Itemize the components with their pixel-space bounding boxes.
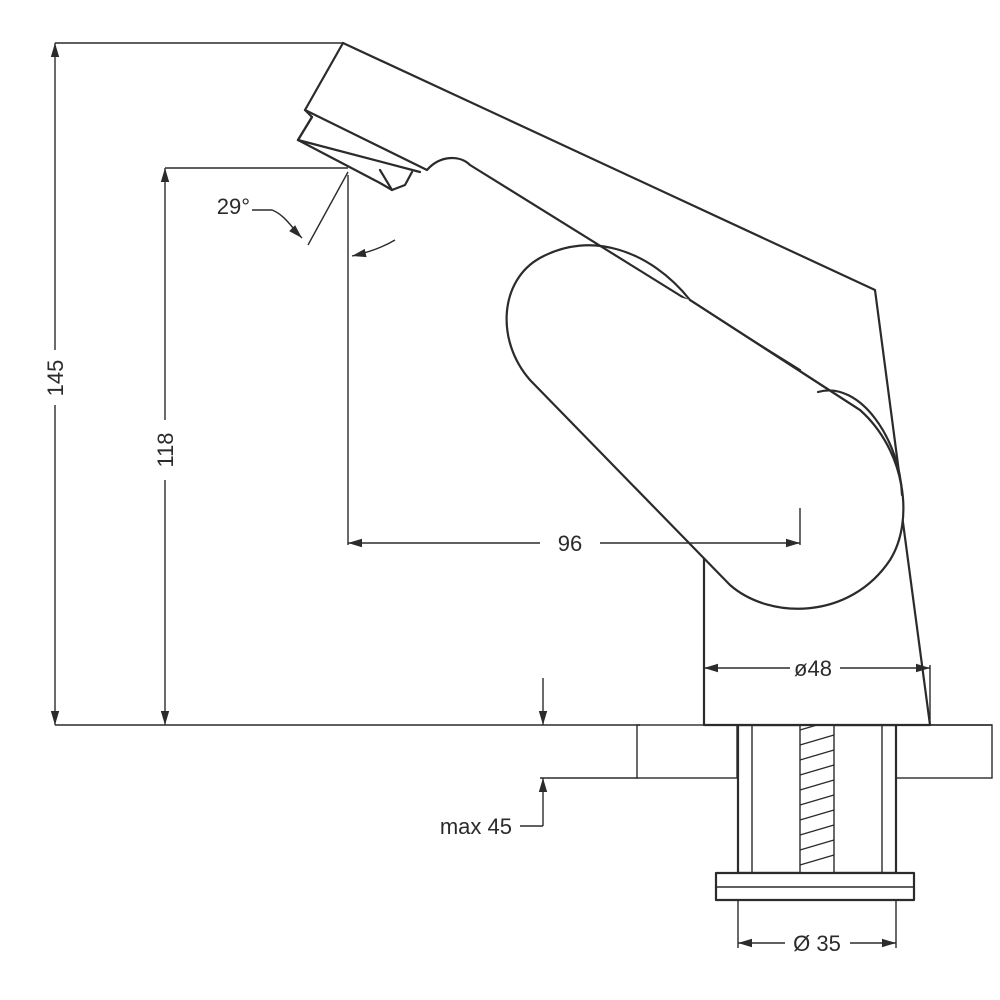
- dimension-body-diameter: ø48: [704, 656, 930, 681]
- dimension-hole-diameter: Ø 35: [738, 931, 896, 956]
- dimension-label-max45: max 45: [440, 814, 512, 839]
- dimension-max-thickness: max 45: [440, 678, 548, 839]
- dimension-angle: 29°: [217, 171, 396, 258]
- dimension-label-118: 118: [153, 432, 178, 467]
- mounting-shank: [714, 719, 916, 902]
- dimension-label-96: 96: [558, 531, 582, 556]
- dimension-label-145: 145: [43, 360, 68, 397]
- extension-lines: [55, 42, 931, 948]
- dimension-label-48: ø48: [794, 656, 832, 681]
- dimension-label-35: Ø 35: [793, 931, 841, 956]
- dimension-height-total: 145: [43, 43, 68, 725]
- dimension-reach: 96: [348, 531, 800, 556]
- dimension-height-spout: 118: [153, 168, 178, 725]
- dimension-label-29: 29°: [217, 194, 250, 219]
- lever-handle: [505, 244, 905, 610]
